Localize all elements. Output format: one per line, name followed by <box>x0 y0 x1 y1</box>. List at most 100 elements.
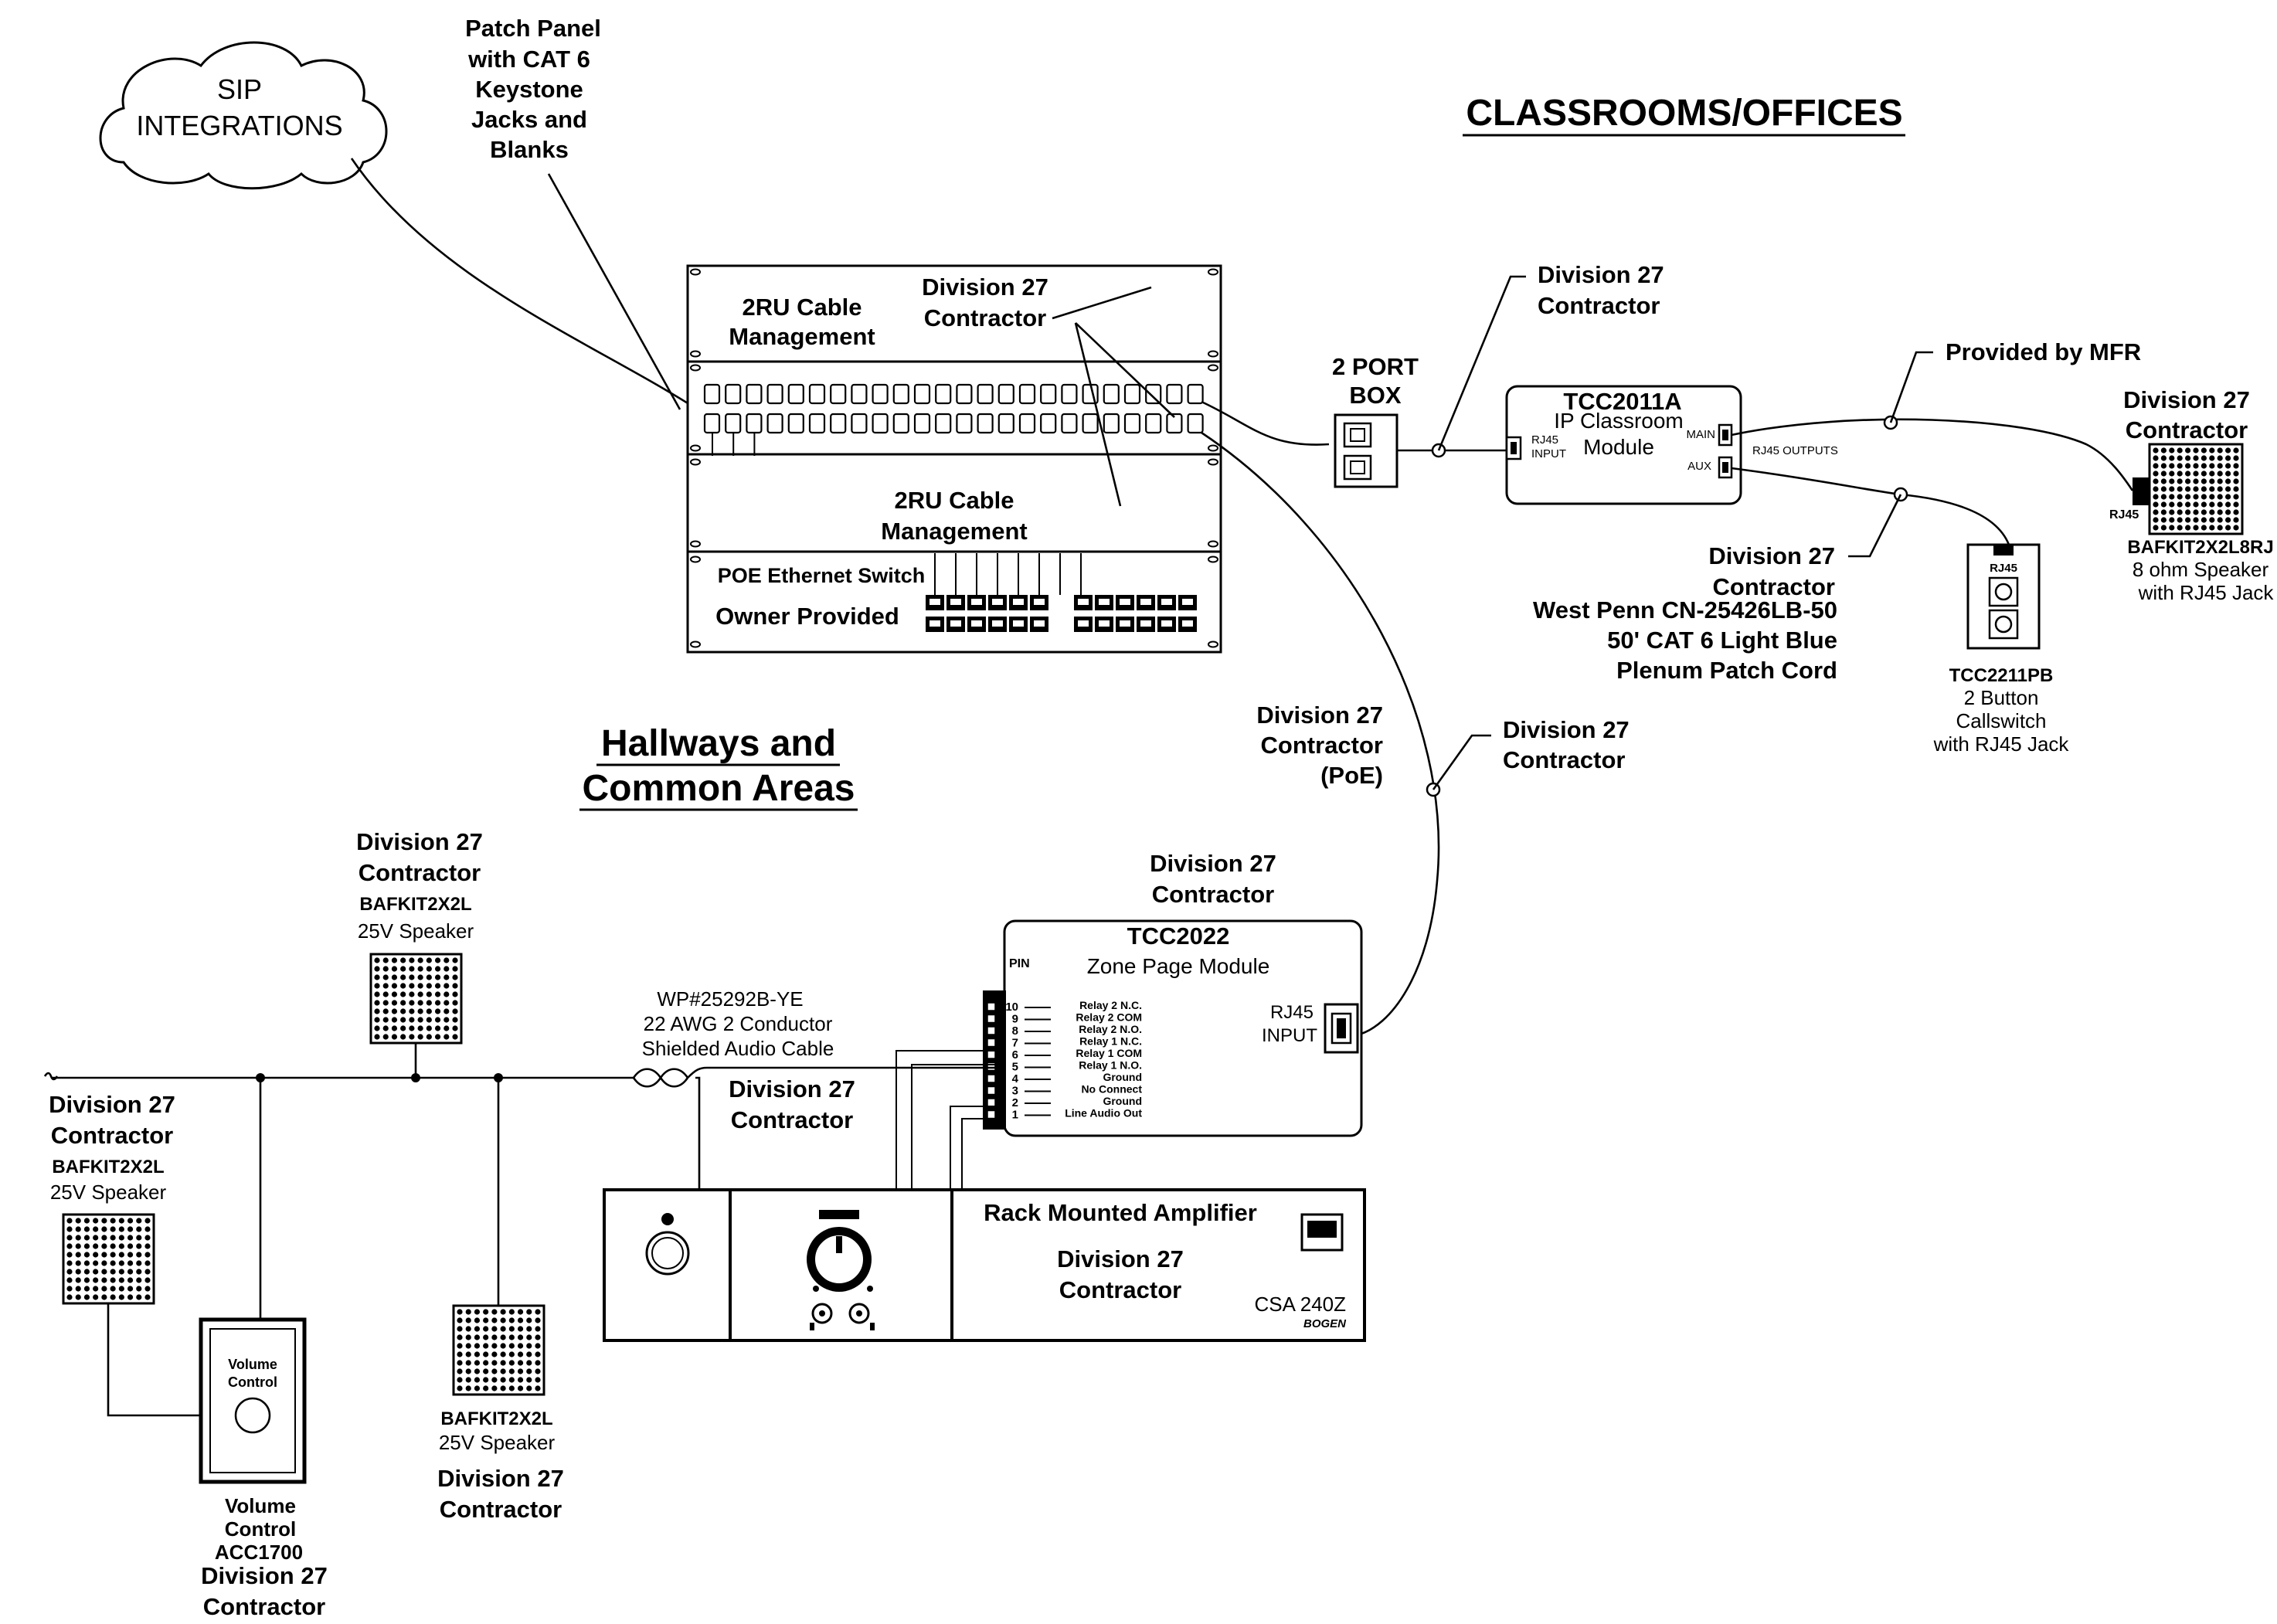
grille-hole <box>110 1269 116 1275</box>
grille-hole <box>136 1235 142 1241</box>
patch-port <box>997 383 1014 405</box>
div27-right-1: Division 27 <box>1503 716 1630 743</box>
grille-hole <box>2209 478 2215 484</box>
pin-number: 3 <box>1012 1085 1018 1098</box>
grille-hole <box>474 1309 481 1315</box>
grille-hole <box>2177 486 2183 492</box>
patch-port <box>1123 413 1141 434</box>
grille-hole <box>2153 486 2159 492</box>
patch-port <box>830 383 847 405</box>
grille-hole <box>2225 517 2231 523</box>
grille-hole <box>2217 517 2223 523</box>
grille-hole <box>374 966 380 972</box>
grille-hole <box>110 1243 116 1249</box>
grille-hole <box>2225 447 2231 454</box>
grille-hole <box>374 1000 380 1006</box>
patch-port <box>872 383 889 405</box>
tcc2011a-desc-1: IP Classroom <box>1554 409 1684 433</box>
grille-hole <box>400 983 406 989</box>
grille-hole <box>2177 517 2183 523</box>
speaker-left-head-2: Contractor <box>51 1122 173 1149</box>
div27-poe-3: (PoE) <box>1320 762 1383 789</box>
grille-hole <box>508 1360 515 1366</box>
grille-hole <box>457 1368 463 1374</box>
grille-hole <box>382 1000 389 1006</box>
speaker-left <box>62 1213 155 1305</box>
grille-hole <box>2185 501 2191 508</box>
grille-hole <box>465 1351 471 1357</box>
svg-text:MAIN: MAIN <box>1687 428 1716 441</box>
grille-hole <box>500 1351 506 1357</box>
grille-hole <box>508 1317 515 1323</box>
grille-hole <box>517 1368 524 1374</box>
grille-hole <box>2209 455 2215 461</box>
grille-hole <box>526 1343 532 1349</box>
patch-port <box>808 383 826 405</box>
grille-hole <box>517 1377 524 1383</box>
grille-hole <box>526 1360 532 1366</box>
switch-port-slot <box>1161 620 1172 627</box>
grille-hole <box>118 1226 124 1232</box>
grille-hole <box>93 1269 99 1275</box>
grille-hole <box>483 1343 489 1349</box>
grille-hole <box>382 983 389 989</box>
grille-hole <box>2153 471 2159 477</box>
grille-hole <box>452 966 458 972</box>
grille-hole <box>2201 447 2207 454</box>
grille-hole <box>500 1317 506 1323</box>
pin-label: Relay 1 N.O. <box>1079 1059 1142 1072</box>
grille-hole <box>127 1252 134 1258</box>
switch-port-slot <box>1182 599 1193 605</box>
grille-hole <box>2169 471 2175 477</box>
grille-hole <box>374 1008 380 1014</box>
rack-hole <box>690 364 701 372</box>
speaker-bottom <box>452 1304 545 1396</box>
svg-text:Keystone: Keystone <box>475 76 583 103</box>
grille-hole <box>2217 455 2223 461</box>
grille-hole <box>474 1360 481 1366</box>
grille-hole <box>2233 501 2239 508</box>
wire-main-to-speaker <box>1731 418 2134 491</box>
grille-hole <box>517 1360 524 1366</box>
patch-port <box>1166 413 1183 434</box>
grille-hole <box>2193 486 2199 492</box>
grille-hole <box>2185 463 2191 469</box>
grille-hole <box>2201 494 2207 500</box>
grille-hole <box>2201 501 2207 508</box>
switch-port-slot <box>929 620 940 627</box>
grille-hole <box>101 1294 107 1300</box>
grille-hole <box>66 1294 73 1300</box>
grille-hole <box>2169 478 2175 484</box>
grille-hole <box>2169 447 2175 454</box>
grille-hole <box>2209 471 2215 477</box>
grille-hole <box>374 983 380 989</box>
grille-hole <box>2201 471 2207 477</box>
switch-port-slot <box>950 599 961 605</box>
grille-hole <box>434 1000 441 1006</box>
switch-port-slot <box>1078 620 1089 627</box>
grille-hole <box>526 1326 532 1332</box>
amp-contractor-1: Division 27 <box>1057 1245 1184 1272</box>
callswitch: RJ45 <box>1966 543 2041 650</box>
grille-hole <box>391 983 398 989</box>
rack-hole <box>690 444 701 452</box>
svg-text:Jacks and: Jacks and <box>471 106 587 133</box>
patch-panel-leader <box>547 173 681 410</box>
patch-port <box>956 413 973 434</box>
pin-label: Relay 1 N.C. <box>1079 1035 1142 1048</box>
switch-port-slot <box>1078 599 1089 605</box>
grille-hole <box>457 1309 463 1315</box>
pin-number: 4 <box>1012 1072 1019 1085</box>
patch-port <box>1018 383 1036 405</box>
patch-port <box>1061 413 1078 434</box>
rack-hole <box>1208 555 1218 563</box>
grille-hole <box>2209 509 2215 515</box>
patch-port <box>1040 413 1057 434</box>
poe-switch-label: POE Ethernet Switch <box>718 564 926 587</box>
grille-hole <box>452 1008 458 1014</box>
patch-port <box>766 413 783 434</box>
amp-contractor-2: Contractor <box>1059 1276 1181 1303</box>
grille-hole <box>2225 478 2231 484</box>
grille-hole <box>526 1309 532 1315</box>
grille-hole <box>491 1343 498 1349</box>
